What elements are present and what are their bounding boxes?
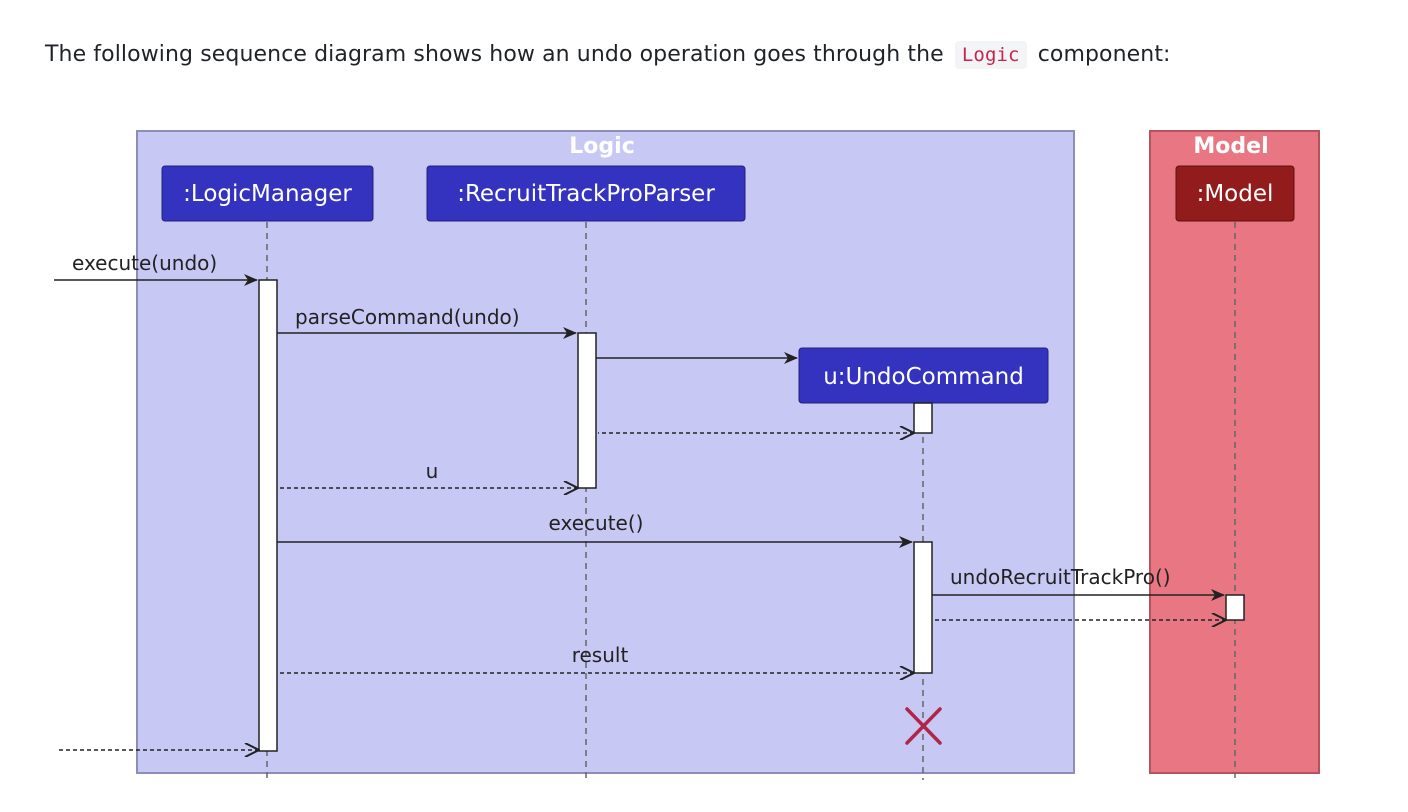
activation-parser bbox=[577, 332, 597, 489]
participant-logic-manager-label: :LogicManager bbox=[183, 181, 352, 207]
logic-frame-title: Logic bbox=[569, 134, 634, 159]
intro-text-after: component: bbox=[1037, 42, 1171, 67]
message-label-execute: execute() bbox=[549, 511, 644, 535]
participant-model bbox=[1175, 165, 1295, 222]
message-label-u: u bbox=[426, 459, 439, 483]
participant-parser bbox=[426, 165, 746, 222]
message-label-result: result bbox=[572, 643, 629, 667]
inline-code-logic: Logic bbox=[954, 41, 1027, 69]
message-label-undo-recruit: undoRecruitTrackPro() bbox=[950, 565, 1171, 589]
message-label-parse-command: parseCommand(undo) bbox=[295, 305, 520, 329]
participant-parser-label: :RecruitTrackProParser bbox=[457, 181, 715, 207]
participant-logic-manager bbox=[161, 165, 374, 222]
message-label-execute-undo: execute(undo) bbox=[72, 251, 217, 275]
activation-model bbox=[1225, 594, 1245, 621]
activation-logic-manager bbox=[258, 279, 278, 752]
participant-undo-command-label: u:UndoCommand bbox=[823, 364, 1024, 390]
participant-model-label: :Model bbox=[1197, 181, 1274, 207]
model-frame-title: Model bbox=[1193, 134, 1268, 159]
activation-undo-command-execute bbox=[913, 541, 933, 674]
activation-undo-command-create bbox=[913, 402, 933, 434]
destroy-x-icon bbox=[905, 707, 942, 745]
intro-paragraph: The following sequence diagram shows how… bbox=[45, 38, 1171, 72]
intro-text-before: The following sequence diagram shows how… bbox=[45, 42, 944, 67]
